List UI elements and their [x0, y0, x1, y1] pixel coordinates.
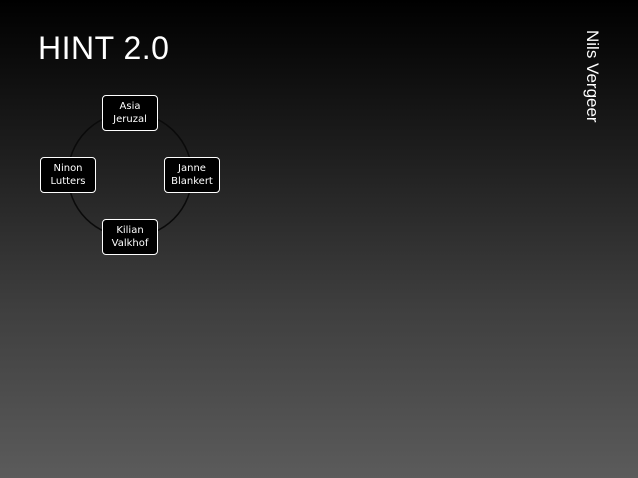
slide-title: HINT 2.0 [38, 30, 170, 66]
node-name-line: Blankert [171, 176, 213, 187]
node-name-line: Jeruzal [113, 114, 147, 125]
diagram-node-ninon-lutters: Ninon Lutters [40, 157, 96, 193]
node-name-line: Ninon [53, 163, 83, 174]
node-name-line: Kilian [116, 225, 144, 236]
diagram-node-janne-blankert: Janne Blankert [164, 157, 220, 193]
node-name-line: Asia [119, 101, 141, 112]
diagram-node-kilian-valkhof: Kilian Valkhof [102, 219, 158, 255]
node-name-line: Valkhof [111, 238, 149, 249]
diagram-node-asia-jeruzal: Asia Jeruzal [102, 95, 158, 131]
node-name-line: Lutters [50, 176, 86, 187]
node-name-line: Janne [178, 163, 206, 174]
